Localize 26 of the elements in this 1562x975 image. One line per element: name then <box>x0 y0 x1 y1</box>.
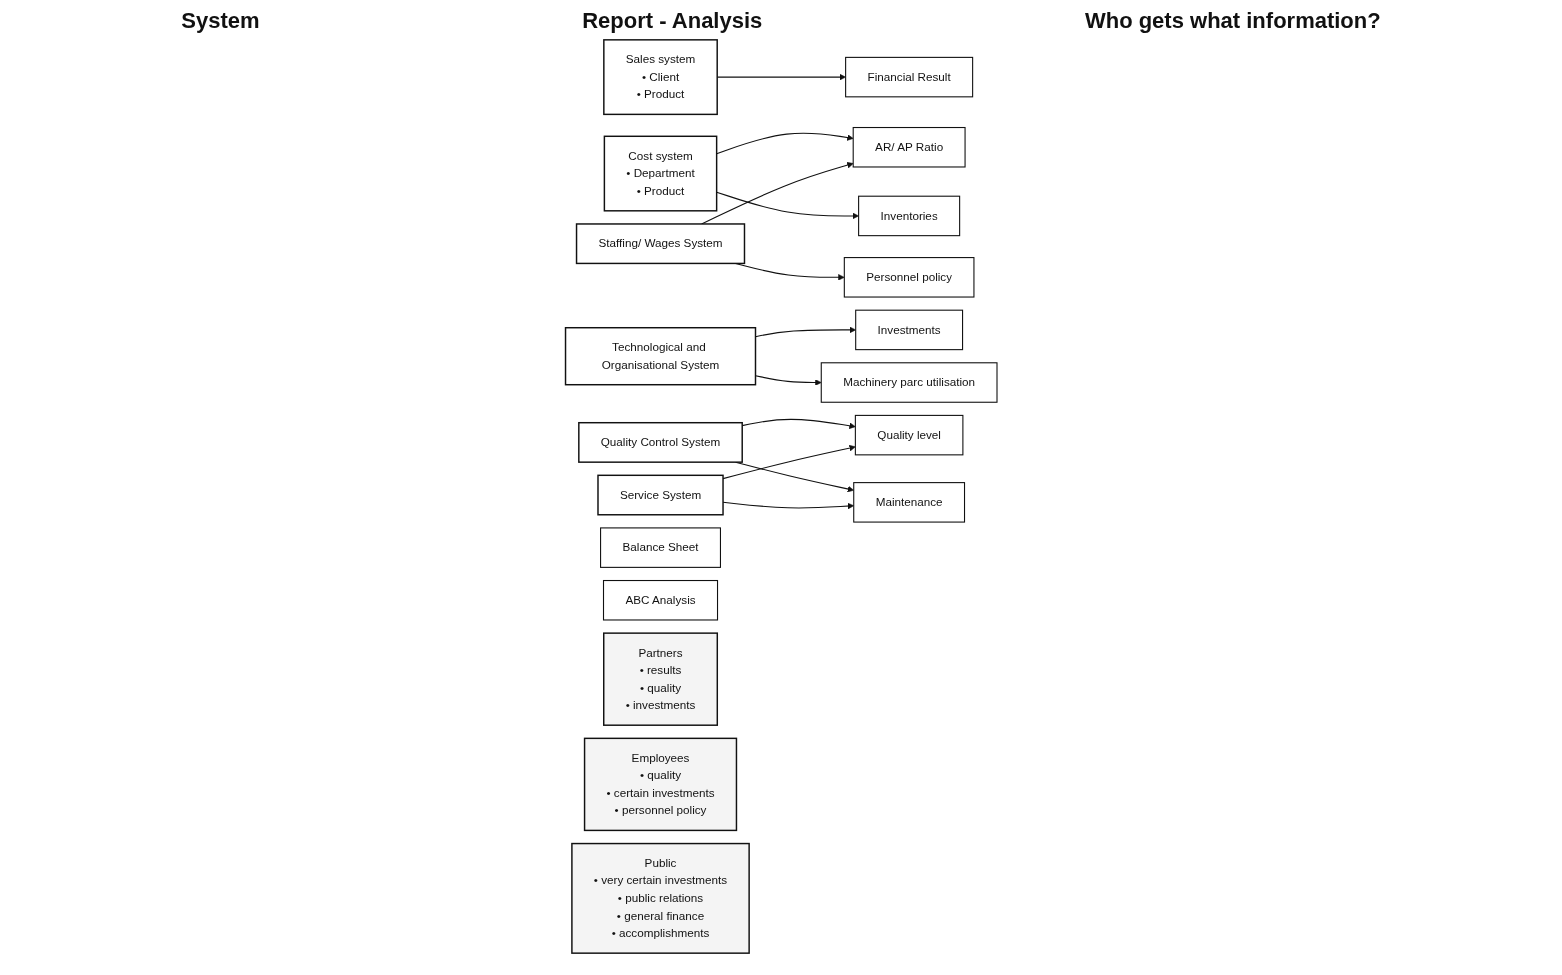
node-box: AR/ AP Ratio <box>852 126 966 168</box>
node-box: Employees • quality • certain investments • personnel policy <box>583 737 737 832</box>
column-heading: Who gets what information? <box>1084 8 1381 34</box>
node-box: Technological and Organisational System <box>564 327 756 386</box>
node-box: Sales system • Client • Product <box>602 39 718 116</box>
arrow <box>722 501 854 510</box>
arrow <box>716 73 846 81</box>
node-box: Cost system • Department • Product <box>603 135 718 212</box>
node-box: Quality Control System <box>577 421 743 463</box>
node-box: Personnel policy <box>843 257 975 298</box>
node-box: Inventories <box>857 195 960 237</box>
node-box: ABC Analysis <box>602 579 718 621</box>
node-box: Investments <box>854 309 963 351</box>
arrow <box>722 444 856 480</box>
node-box: Machinery parc utilisation <box>820 362 998 403</box>
node-box: Public • very certain investments • public relations • general finance • accomplishments <box>570 842 750 954</box>
node-box: Staffing/ Wages System <box>575 223 745 265</box>
arrow <box>741 418 856 429</box>
node-box: Quality level <box>854 414 964 456</box>
node-box: Service System <box>597 474 724 516</box>
node-box: Maintenance <box>852 482 965 523</box>
node-box: Balance Sheet <box>599 527 721 568</box>
node-box: Partners • results • quality • investments <box>602 632 718 726</box>
node-box: Financial Result <box>844 56 973 98</box>
column-heading: Report - Analysis <box>582 8 763 34</box>
column-heading: System <box>181 8 260 34</box>
